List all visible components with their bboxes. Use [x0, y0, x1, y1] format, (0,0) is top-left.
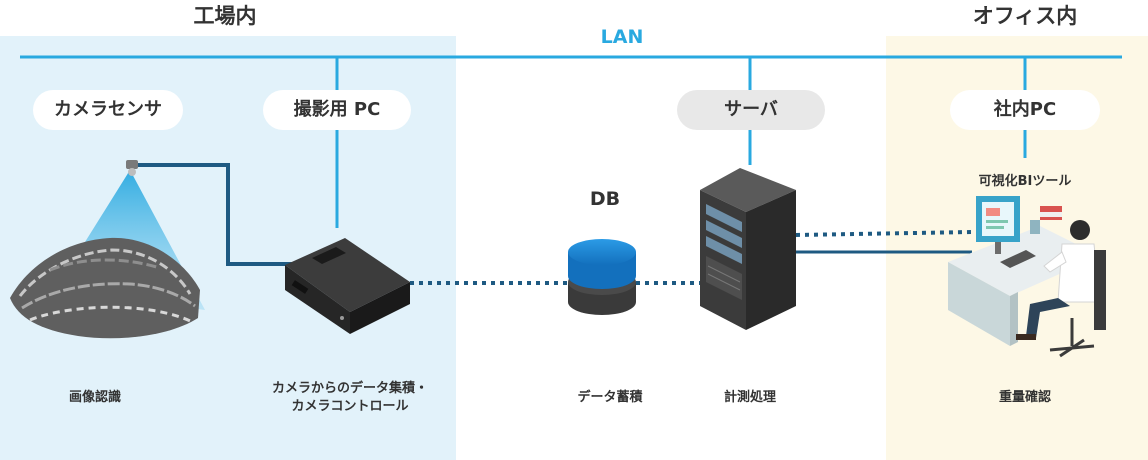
capture-pc-label: 撮影用 PC [263, 90, 411, 130]
capture-pc-icon [285, 238, 410, 334]
camera-to-pc-cable [135, 163, 300, 266]
server-rack-icon [700, 168, 796, 330]
office-zone-title: オフィス内 [972, 4, 1078, 28]
capture-pc-caption-line1: カメラからのデータ集積・ [271, 381, 428, 396]
db-label: DB [589, 188, 621, 210]
factory-zone-title: 工場内 [193, 4, 257, 28]
office-worker-icon [948, 196, 1106, 358]
database-icon [568, 239, 636, 315]
capture-pc-caption-line2: カメラコントロール [291, 399, 409, 414]
server-caption: 計測処理 [723, 390, 776, 405]
db-caption: データ蓄積 [577, 390, 643, 405]
server-label: サーバ [677, 90, 825, 130]
capture-pc-caption: カメラからのデータ集積・ カメラコントロール [240, 380, 460, 416]
bi-tool-label: 可視化BIツール [978, 174, 1072, 189]
camera-sensor-icon [126, 160, 138, 176]
office-pc-caption: 重量確認 [998, 390, 1051, 405]
camera-sensor-label: カメラセンサ [33, 90, 183, 130]
office-pc-label: 社内PC [950, 90, 1100, 130]
parts-pile-icon [10, 237, 200, 339]
camera-sensor-caption: 画像認識 [68, 390, 121, 405]
server-to-office-dotted-link [795, 230, 973, 237]
lan-label: LAN [600, 26, 644, 48]
